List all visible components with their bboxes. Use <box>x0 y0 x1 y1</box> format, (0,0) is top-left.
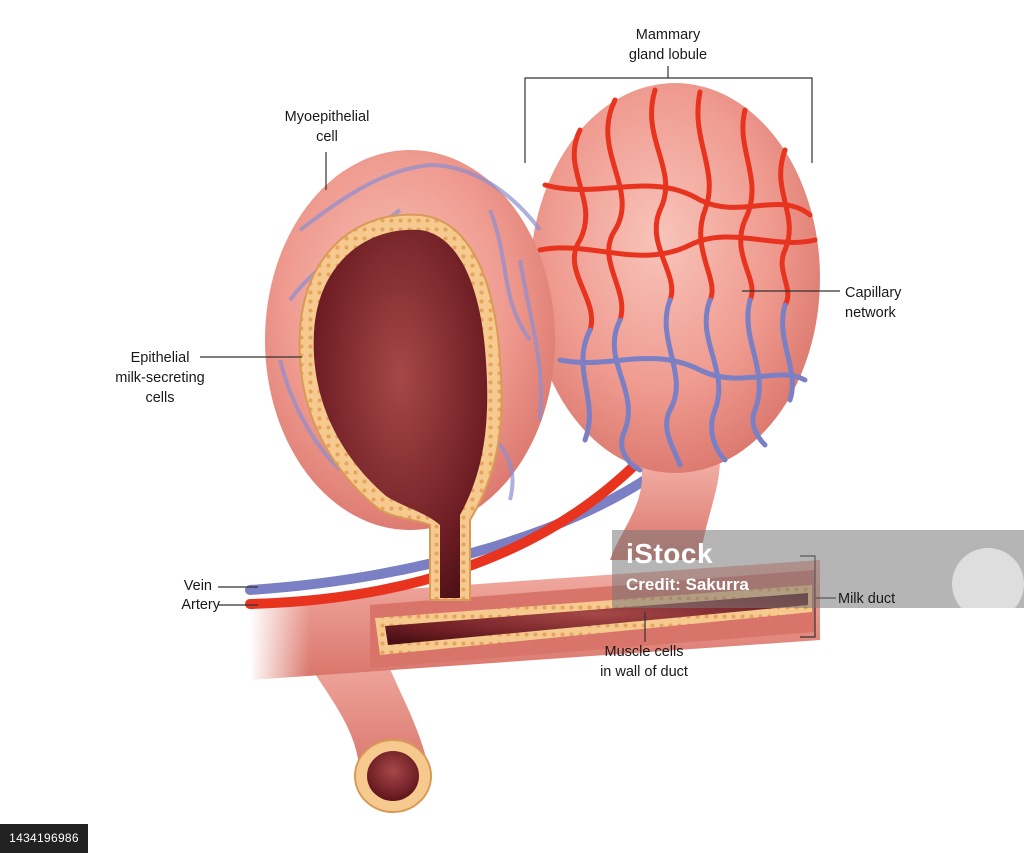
left-lobule <box>265 150 555 601</box>
label-artery: Artery <box>181 597 220 613</box>
label-capillary-network: Capillary network <box>845 283 965 323</box>
label-capillary-line1: Capillary <box>845 285 902 301</box>
label-milk-duct: Milk duct <box>838 591 896 607</box>
label-epithelial-line1: Epithelial <box>130 350 190 366</box>
label-myoepithelial-line1: Myoepithelial <box>284 109 370 125</box>
stock-id-badge: 1434196986 <box>0 824 88 853</box>
label-mammary-line1: Mammary <box>635 27 701 43</box>
label-mammary-gland-lobule: Mammary gland lobule <box>600 25 736 65</box>
label-capillary-line2: network <box>845 305 896 321</box>
watermark-circle-icon <box>952 548 1024 620</box>
label-myoepithelial-line2: cell <box>316 129 338 145</box>
right-lobule <box>530 83 820 560</box>
watermark-logo: iStock <box>626 538 714 569</box>
label-epithelial-line2: milk-secreting <box>115 370 205 386</box>
lower-duct <box>300 640 432 813</box>
label-muscle-line2: in wall of duct <box>600 664 688 680</box>
label-epithelial-line3: cells <box>145 390 175 406</box>
label-epithelial-cells: Epithelial milk-secreting cells <box>98 348 222 408</box>
label-mammary-line2: gland lobule <box>628 47 708 63</box>
label-myoepithelial-cell: Myoepithelial cell <box>262 107 392 147</box>
watermark-credit: Credit: Sakurra <box>626 575 749 594</box>
label-muscle-cells: Muscle cells in wall of duct <box>574 642 714 682</box>
label-vein: Vein <box>183 578 212 594</box>
label-muscle-line1: Muscle cells <box>604 644 684 660</box>
